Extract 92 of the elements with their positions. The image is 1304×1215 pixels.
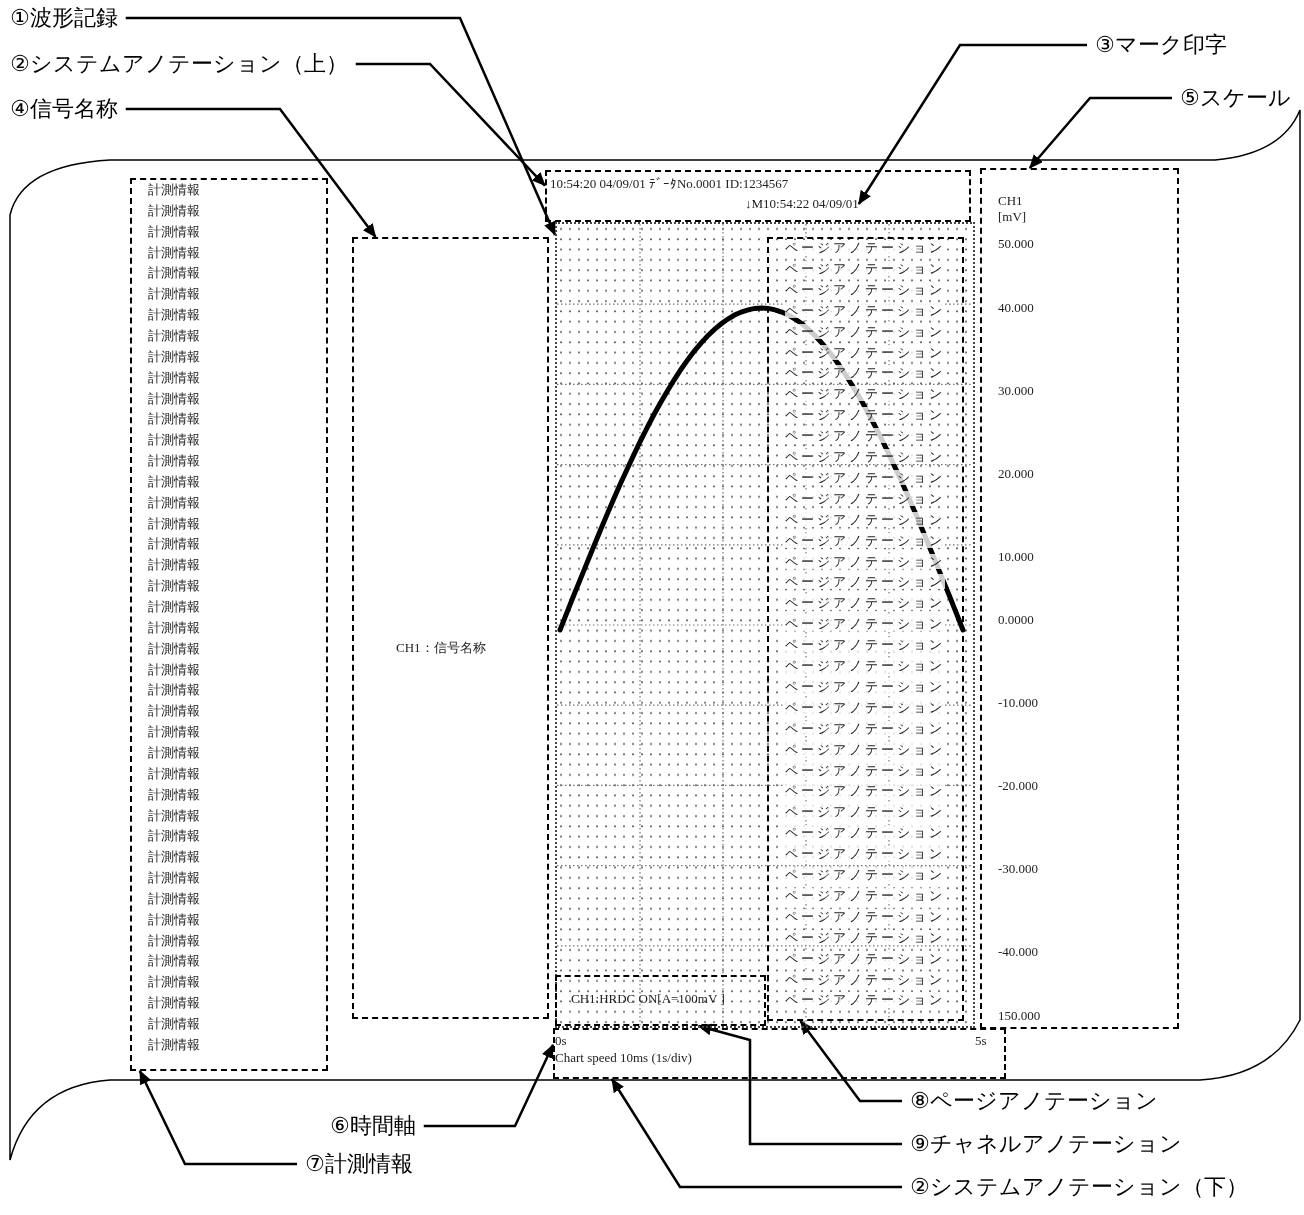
info-text: 計測情報 [148, 285, 200, 304]
info-text: 計測情報 [148, 973, 200, 992]
scale-value: 20.000 [998, 466, 1034, 482]
info-text: 計測情報 [148, 618, 200, 637]
info-text: 計測情報 [148, 1035, 200, 1054]
info-text: 計測情報 [148, 743, 200, 762]
time-label: 5s [975, 1033, 987, 1049]
channel-annotation-text: CH1:HRDC ON[A=100mV ] [571, 991, 725, 1007]
info-text: 計測情報 [148, 493, 200, 512]
time-axis-panel [553, 1028, 1006, 1079]
system-annotation-panel [545, 170, 971, 222]
scale-value: 150.000 [998, 1008, 1041, 1024]
info-text: 計測情報 [148, 306, 200, 325]
scale-label: CH1 [998, 193, 1023, 209]
callout-label: ⑥時間軸 [330, 1112, 416, 1140]
scale-value: 40.000 [998, 300, 1034, 316]
callout-label: ⑨チャネルアノテーション [910, 1130, 1182, 1158]
scale-value: -40.000 [998, 944, 1039, 960]
callout-label: ⑦計測情報 [305, 1150, 413, 1178]
info-text: 計測情報 [148, 431, 200, 450]
annotation-text: 10:54:20 04/09/01 ﾃﾞｰﾀNo.0001 ID:1234567 [550, 176, 789, 192]
info-text: 計測情報 [148, 994, 200, 1013]
info-text: 計測情報 [148, 702, 200, 721]
info-text: 計測情報 [148, 410, 200, 429]
info-text: 計測情報 [148, 326, 200, 345]
info-text: 計測情報 [148, 368, 200, 387]
scale-value: 50.000 [998, 236, 1034, 252]
info-text: 計測情報 [148, 827, 200, 846]
info-text: 計測情報 [148, 181, 200, 199]
leader-arrow [610, 1078, 902, 1189]
info-text: 計測情報 [148, 848, 200, 867]
callout-label: ①波形記録 [10, 4, 118, 32]
page-annotation-text: ページアノテーション [785, 783, 945, 799]
callout-label: ④信号名称 [10, 95, 118, 123]
page-annotation-text: ページアノテーション [785, 616, 945, 632]
signal-name-text: CH1：信号名称 [396, 639, 486, 657]
info-text: 計測情報 [148, 222, 200, 241]
scale-panel [980, 168, 1179, 1029]
scale-value: 30.000 [998, 383, 1034, 399]
info-text: 計測情報 [148, 472, 200, 491]
info-text: 計測情報 [148, 264, 200, 283]
info-text: 計測情報 [148, 577, 200, 596]
info-text: 計測情報 [148, 681, 200, 700]
callout-label: ⑧ページアノテーション [910, 1087, 1158, 1115]
info-text: 計測情報 [148, 556, 200, 575]
leader-arrow [138, 1070, 297, 1166]
scale-label: [mV] [998, 209, 1027, 225]
callout-label: ②システムアノテーション（上） [10, 50, 348, 78]
info-text: 計測情報 [148, 347, 200, 366]
channel-annotation-panel [555, 975, 766, 1026]
page-annotation-text: ページアノテーション [785, 574, 945, 590]
mark-print-text: ↓M10:54:22 04/09/01 [745, 196, 859, 212]
scale-value: 10.000 [998, 549, 1034, 565]
chart-grid [555, 222, 975, 1028]
leader-arrow [125, 16, 557, 236]
scale-value: -10.000 [998, 695, 1039, 711]
page-annotation-panel [767, 237, 964, 1021]
chart-speed-text: Chart speed 10ms (1s/div) [555, 1050, 692, 1066]
info-text: 計測情報 [148, 889, 200, 908]
info-text: 計測情報 [148, 723, 200, 742]
callout-label: ⑤スケール [1180, 84, 1291, 112]
info-text: 計測情報 [148, 514, 200, 533]
info-text: 計測情報 [148, 598, 200, 616]
info-text: 計測情報 [148, 910, 200, 929]
scale-value: -20.000 [998, 778, 1039, 794]
info-text: 計測情報 [148, 806, 200, 825]
callout-label: ②システムアノテーション（下） [910, 1173, 1248, 1201]
info-text: 計測情報 [148, 785, 200, 804]
info-text: 計測情報 [148, 931, 200, 950]
info-text: 計測情報 [148, 452, 200, 471]
signal-name-panel [352, 237, 549, 1019]
info-text: 計測情報 [148, 535, 200, 554]
scale-value: -30.000 [998, 861, 1039, 877]
info-text: 計測情報 [148, 869, 200, 888]
scale-value: 0.0000 [998, 612, 1034, 628]
time-label: 0s [555, 1033, 567, 1049]
callout-label: ③マーク印字 [1095, 31, 1227, 59]
info-text: 計測情報 [148, 1015, 200, 1033]
leader-arrow [857, 43, 1087, 205]
measurement-info-panel [130, 178, 328, 1071]
info-text: 計測情報 [148, 952, 200, 971]
info-text: 計測情報 [148, 243, 200, 262]
leader-arrow [697, 1023, 902, 1146]
info-text: 計測情報 [148, 389, 200, 408]
info-text: 計測情報 [148, 764, 200, 783]
info-text: 計測情報 [148, 639, 200, 658]
info-text: 計測情報 [148, 660, 200, 679]
leader-arrow [125, 107, 377, 238]
leader-arrow [1028, 96, 1172, 169]
leader-arrow [355, 62, 546, 187]
leader-arrow [423, 1043, 555, 1128]
info-text: 計測情報 [148, 201, 200, 220]
